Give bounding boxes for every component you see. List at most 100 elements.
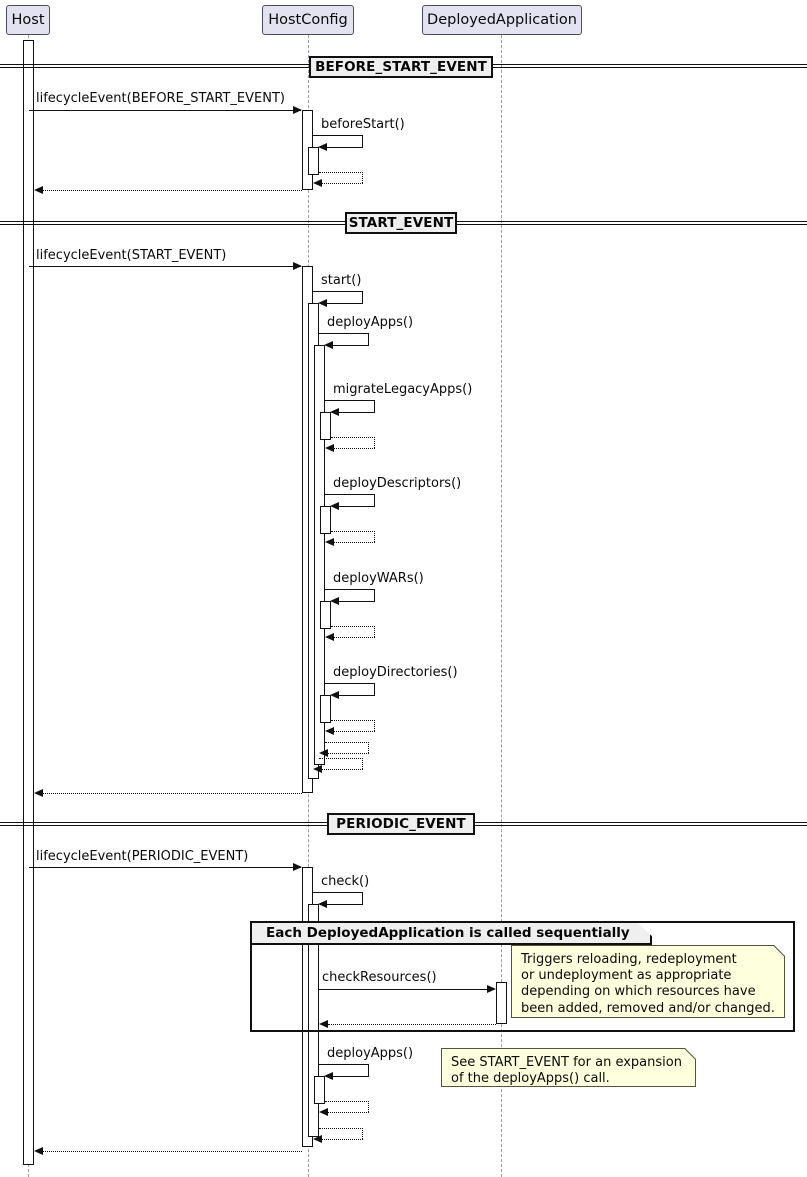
arrowhead-return-migrate	[325, 443, 334, 452]
arrow-migrate-in	[339, 412, 375, 413]
participant-host-label: Host	[11, 12, 45, 28]
arrowhead-return-lifecycle-before-start	[34, 185, 43, 194]
arrowhead-return-directories	[325, 726, 334, 735]
activation-hostconfig-wars-l4	[320, 601, 331, 629]
label-deploy-wars: deployWARs()	[333, 571, 424, 586]
return-lifecycle-periodic	[43, 1151, 302, 1152]
note-deploy-apps-fold	[685, 1048, 696, 1059]
arrow-deploy-apps-vert	[368, 333, 369, 345]
arrow-start-out	[313, 291, 363, 292]
arrow-deploy-apps-periodic-in	[333, 1076, 369, 1077]
divider-periodic: PERIODIC_EVENT	[327, 813, 475, 835]
arrow-lifecycle-periodic	[29, 867, 301, 868]
arrowhead-return-deploy-apps	[319, 748, 328, 757]
lifeline-deployedapplication	[501, 35, 502, 1177]
return-deploy-apps-periodic-out	[325, 1101, 369, 1102]
arrow-deploy-apps-periodic-vert	[368, 1064, 369, 1076]
arrow-deploy-apps-periodic-out	[319, 1064, 369, 1065]
arrow-descriptors-out	[325, 494, 375, 495]
label-check-resources: checkResources()	[322, 970, 437, 985]
return-directories-in	[334, 731, 375, 732]
label-deploy-descriptors: deployDescriptors()	[333, 476, 462, 491]
divider-before-start-label: BEFORE_START_EVENT	[315, 59, 487, 75]
participant-hostconfig[interactable]: HostConfig	[262, 5, 354, 35]
activation-hostconfig-descriptors-l4	[320, 506, 331, 534]
label-migrate-legacy-apps: migrateLegacyApps()	[333, 382, 473, 397]
divider-start-label: START_EVENT	[348, 215, 454, 231]
activation-hostconfig-periodic-l3	[314, 1076, 325, 1104]
activation-hostconfig-migrate-l4	[320, 412, 331, 440]
label-before-start: beforeStart()	[321, 117, 405, 132]
return-descriptors-out	[331, 531, 375, 532]
return-descriptors-vert	[374, 531, 375, 542]
arrow-descriptors-in	[339, 506, 375, 507]
arrowhead-migrate	[330, 407, 339, 416]
arrow-before-start-vert	[362, 135, 363, 147]
return-start-out	[319, 758, 363, 759]
arrow-check-resources	[319, 989, 494, 990]
arrowhead-deploy-apps	[324, 340, 333, 349]
arrow-check-vert	[362, 892, 363, 904]
participant-deployedapplication[interactable]: DeployedApplication	[422, 5, 582, 35]
label-start: start()	[321, 273, 362, 288]
note-deploy-apps: See START_EVENT for an expansion of the …	[441, 1048, 696, 1087]
arrowhead-before-start	[318, 142, 327, 151]
label-deploy-apps-periodic: deployApps()	[327, 1046, 414, 1061]
note-check-resources: Triggers reloading, redeployment or unde…	[511, 945, 785, 1018]
return-deploy-apps-in	[328, 753, 369, 754]
arrow-migrate-out	[325, 400, 375, 401]
label-check: check()	[321, 874, 370, 889]
return-wars-vert	[374, 626, 375, 637]
arrowhead-directories	[330, 690, 339, 699]
note-check-resources-fold	[774, 945, 785, 956]
return-check-out	[319, 1128, 363, 1129]
return-deploy-apps-periodic-vert	[368, 1101, 369, 1112]
arrowhead-start	[318, 298, 327, 307]
return-deploy-apps-vert	[368, 742, 369, 753]
arrowhead-lifecycle-before-start	[293, 105, 302, 114]
arrowhead-check	[318, 899, 327, 908]
arrow-directories-in	[339, 695, 375, 696]
arrow-wars-out	[325, 589, 375, 590]
divider-periodic-label: PERIODIC_EVENT	[336, 816, 466, 832]
arrow-deploy-apps-out	[319, 333, 369, 334]
return-check-vert	[362, 1128, 363, 1139]
arrow-lifecycle-start	[29, 266, 301, 267]
arrowhead-return-lifecycle-periodic	[34, 1146, 43, 1155]
activation-hostconfig-directories-l4	[320, 695, 331, 723]
arrowhead-return-before-start	[313, 178, 322, 187]
return-migrate-in	[334, 448, 375, 449]
arrowhead-descriptors	[330, 501, 339, 510]
return-migrate-out	[331, 437, 375, 438]
participant-host[interactable]: Host	[6, 5, 50, 35]
arrowhead-deploy-apps-periodic	[324, 1071, 333, 1080]
return-wars-in	[334, 637, 375, 638]
arrowhead-return-check	[313, 1134, 322, 1143]
arrowhead-return-start	[313, 764, 322, 773]
return-wars-out	[331, 626, 375, 627]
group-sequential-header: Each DeployedApplication is called seque…	[252, 923, 652, 945]
return-start-in	[322, 769, 363, 770]
activation-deployedapplication	[496, 982, 507, 1024]
arrow-directories-out	[325, 683, 375, 684]
arrow-start-in	[327, 303, 363, 304]
activation-hostconfig-before-start-inner	[308, 147, 319, 175]
arrowhead-wars	[330, 596, 339, 605]
return-deploy-apps-periodic-in	[328, 1112, 369, 1113]
participant-hostconfig-label: HostConfig	[268, 12, 348, 28]
label-lifecycle-start: lifecycleEvent(START_EVENT)	[36, 248, 227, 263]
return-before-start-vert	[362, 172, 363, 183]
return-check-in	[322, 1139, 363, 1140]
label-deploy-directories: deployDirectories()	[333, 665, 458, 680]
arrowhead-return-wars	[325, 632, 334, 641]
group-sequential-label: Each DeployedApplication is called seque…	[266, 925, 630, 941]
arrowhead-return-descriptors	[325, 537, 334, 546]
arrow-wars-in	[339, 601, 375, 602]
group-sequential	[250, 921, 795, 1032]
return-start-vert	[362, 758, 363, 769]
arrow-deploy-apps-in	[333, 345, 369, 346]
arrowhead-return-check-resources	[319, 1019, 328, 1028]
arrow-migrate-vert	[374, 400, 375, 412]
return-descriptors-in	[334, 542, 375, 543]
